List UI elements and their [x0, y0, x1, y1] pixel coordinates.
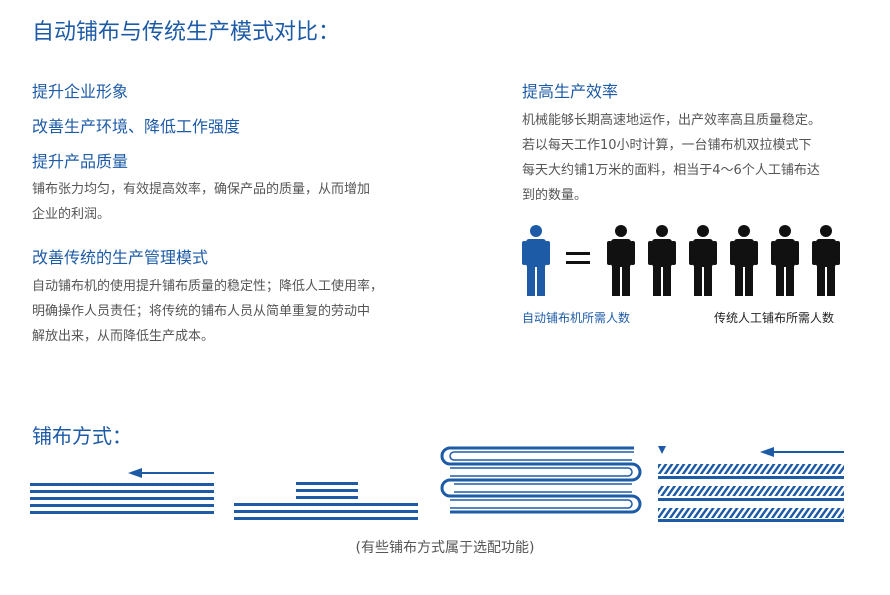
- auto-caption: 自动铺布机所需人数: [522, 311, 631, 325]
- benefit-management-line: 明确操作人员责任；将传统的铺布人员从简单重复的劳动中: [32, 304, 371, 319]
- efficiency-line: 每天大约铺1万米的面料，相当于4～6个人工铺布达: [522, 163, 820, 178]
- efficiency-line: 若以每天工作10小时计算，一台铺布机双拉模式下: [522, 138, 812, 153]
- benefit-quality-line: 铺布张力均匀，有效提高效率，确保产品的质量，从而增加: [32, 182, 371, 197]
- benefit-management-line: 自动铺布机的使用提升铺布质量的稳定性；降低人工使用率，: [32, 279, 384, 294]
- person-icon-manual: [771, 225, 799, 296]
- method-step-diagram: [234, 482, 418, 520]
- benefit-quality-heading: 提升产品质量: [32, 152, 129, 171]
- benefit-quality-line: 企业的利润。: [32, 207, 111, 222]
- person-icon-auto: [522, 225, 550, 296]
- benefit-image-heading: 提升企业形象: [32, 82, 129, 101]
- benefit-environment-heading: 改善生产环境、降低工作强度: [32, 117, 241, 136]
- person-icon-manual: [648, 225, 676, 296]
- method-face-to-face-diagram: [658, 446, 844, 522]
- equals-icon: [566, 252, 590, 264]
- method-zigzag-diagram: [440, 446, 642, 514]
- person-icon-manual: [689, 225, 717, 296]
- methods-heading: 铺布方式：: [32, 424, 132, 448]
- benefit-management-heading: 改善传统的生产管理模式: [32, 248, 209, 267]
- benefit-management-line: 解放出来，从而降低生产成本。: [32, 329, 215, 344]
- efficiency-text: 机械能够长期高速地运作，出产效率高且质量稳定。 若以每天工作10小时计算，一台铺…: [522, 108, 821, 208]
- efficiency-line: 到的数量。: [522, 188, 588, 203]
- efficiency-heading: 提高生产效率: [522, 82, 619, 101]
- person-icon-manual: [730, 225, 758, 296]
- person-icon-manual: [607, 225, 635, 296]
- benefit-management-text: 自动铺布机的使用提升铺布质量的稳定性；降低人工使用率， 明确操作人员责任；将传统…: [32, 274, 383, 349]
- efficiency-line: 机械能够长期高速地运作，出产效率高且质量稳定。: [522, 113, 822, 128]
- page-title: 自动铺布与传统生产模式对比：: [32, 20, 341, 45]
- person-icon-manual: [812, 225, 840, 296]
- methods-note: (有些铺布方式属于选配功能): [355, 540, 535, 556]
- benefit-quality-text: 铺布张力均匀，有效提高效率，确保产品的质量，从而增加 企业的利润。: [32, 177, 370, 227]
- method-one-way-diagram: [30, 468, 214, 514]
- manual-caption: 传统人工铺布所需人数: [714, 311, 835, 325]
